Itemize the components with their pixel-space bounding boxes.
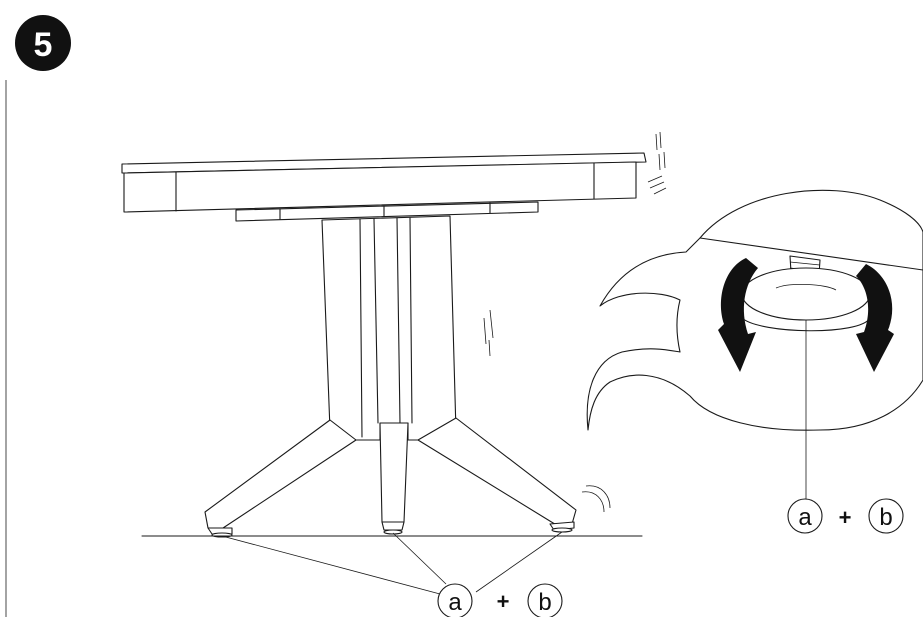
foot-front (381, 521, 405, 531)
leg-right (417, 417, 577, 527)
foot-disc (741, 267, 871, 321)
callout-left-plus: + (497, 589, 510, 614)
callout-right-b: b (879, 504, 892, 531)
callout-right: a + b (787, 498, 904, 534)
step-number: 5 (34, 26, 53, 64)
callout-left: a + b (437, 583, 563, 617)
leader-lines (221, 531, 563, 595)
callout-right-a: a (798, 504, 812, 531)
callout-left-b: b (538, 589, 551, 616)
leg-left (204, 419, 357, 531)
under-rail (235, 201, 539, 222)
table-top (121, 152, 647, 174)
callout-right-plus: + (839, 505, 852, 530)
table (121, 152, 647, 538)
step-badge: 5 (15, 15, 71, 71)
zoom-detail (586, 189, 923, 500)
table-apron (123, 161, 637, 213)
wobble-marks (483, 131, 667, 513)
callout-left-a: a (448, 589, 462, 616)
rotate-arrow-left (718, 258, 758, 372)
leg-front (379, 422, 409, 523)
central-column (321, 215, 457, 441)
rotate-arrow-right (856, 264, 894, 372)
